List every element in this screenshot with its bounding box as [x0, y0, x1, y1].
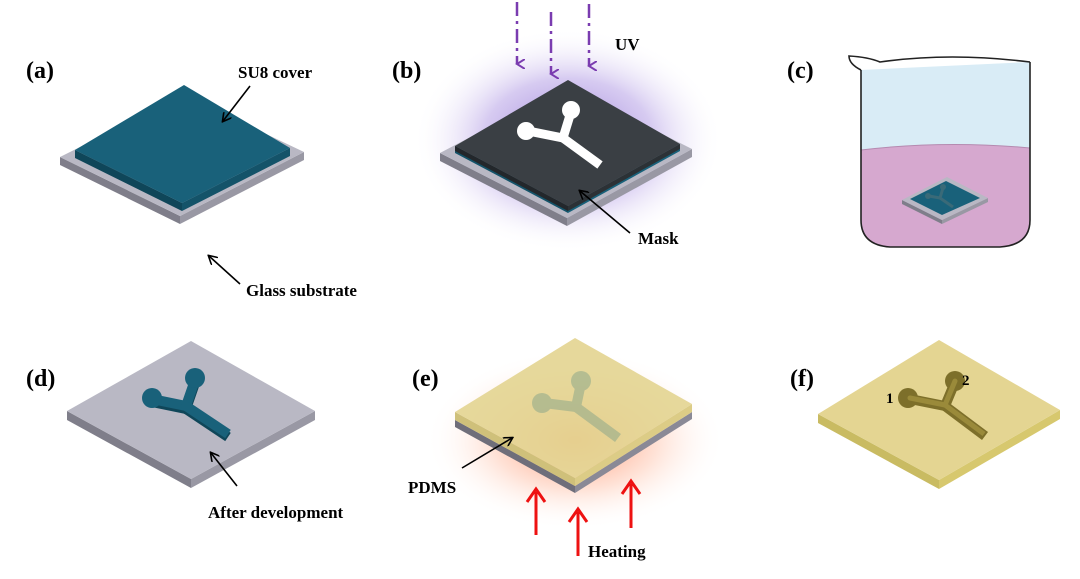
- molded-channel: [898, 371, 988, 440]
- pdms-chip: [818, 340, 1060, 489]
- panel-c: (c): [787, 55, 1031, 248]
- panel-label-b: (b): [392, 58, 421, 84]
- uv-arrows: [517, 2, 589, 74]
- panel-b: (b) UV Mask: [392, 2, 723, 252]
- mask-callout-arrow: [580, 191, 631, 234]
- panel-d: (d) After development: [26, 341, 344, 522]
- panel-label-a: (a): [26, 58, 54, 84]
- channel-pattern-b: [517, 101, 603, 169]
- panel-label-e: (e): [412, 366, 439, 392]
- development-callout-arrow: [211, 453, 238, 487]
- panel-label-f: (f): [790, 366, 814, 392]
- beaker-spout: [848, 55, 1031, 71]
- glass-callout-arrow: [209, 256, 241, 285]
- panel-e: (e) PDMS Heating: [408, 338, 725, 561]
- port-1-label: 1: [886, 391, 894, 407]
- developed-su8-channel: [142, 368, 231, 442]
- heating-label: Heating: [588, 542, 646, 561]
- su8-cover-layer: [75, 85, 290, 211]
- panel-label-c: (c): [787, 58, 814, 84]
- submerged-chip: [902, 177, 988, 224]
- substrate-e: [455, 412, 692, 493]
- panel-f: (f) 1 2: [790, 340, 1060, 489]
- su8-callout-arrow: [223, 85, 251, 121]
- pdms-callout-arrow: [461, 438, 512, 469]
- panel-a: (a) SU8 cover Glass substrate: [26, 58, 357, 300]
- port-2-label: 2: [962, 373, 970, 389]
- uv-label: UV: [615, 35, 640, 54]
- glass-substrate-label: Glass substrate: [246, 281, 357, 300]
- embedded-channel-e: [532, 371, 621, 443]
- su8-cover-label: SU8 cover: [238, 63, 313, 82]
- mask-label: Mask: [638, 229, 679, 248]
- after-development-label: After development: [208, 503, 344, 522]
- panel-label-d: (d): [26, 366, 55, 392]
- heating-arrows: [525, 478, 642, 556]
- pdms-label: PDMS: [408, 478, 456, 497]
